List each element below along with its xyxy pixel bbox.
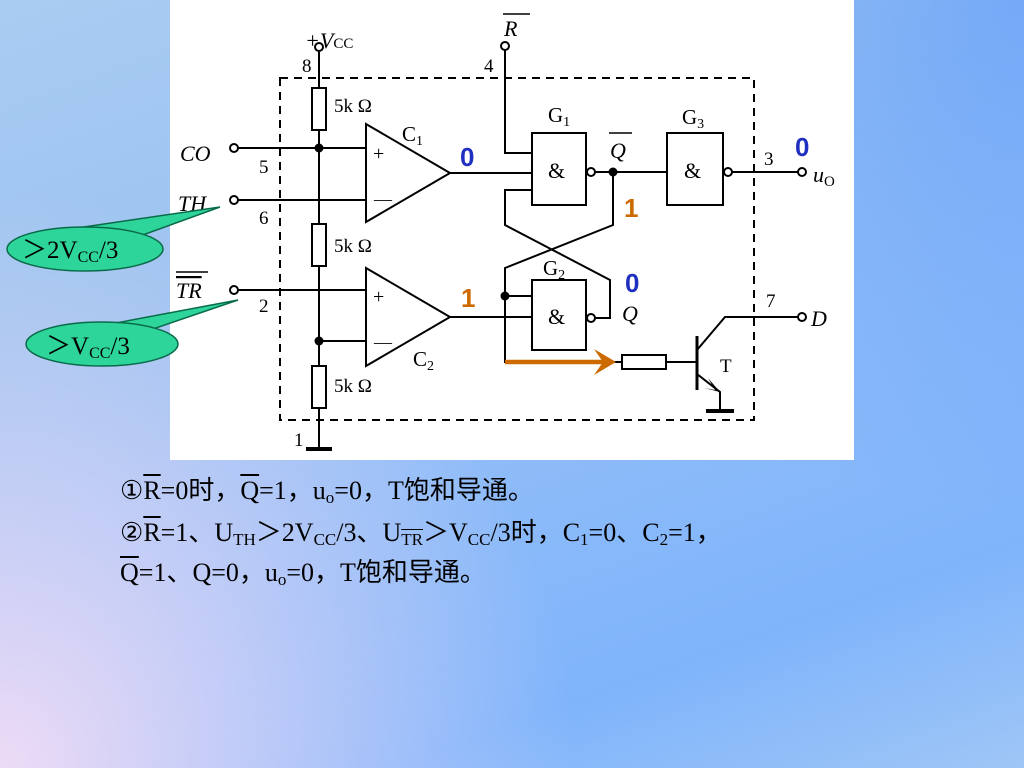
- th-terminal: [229, 195, 239, 205]
- qbar-state: 1: [624, 193, 638, 223]
- pin-1-label: 1: [294, 430, 304, 451]
- caption-line-3: Q=1、Q=0，uo=0，T饱和导通。: [120, 558, 486, 589]
- comparator-c1: [365, 122, 452, 224]
- pin-3-label: 3: [764, 149, 774, 170]
- pin-5-label: 5: [259, 157, 269, 178]
- c1-minus: —: [373, 189, 393, 209]
- g2-symbol: &: [548, 304, 565, 329]
- state-arrowhead: [594, 349, 616, 375]
- uo-state: 0: [795, 132, 809, 162]
- g2-label: G2: [543, 256, 565, 283]
- gate-g2: [531, 279, 587, 351]
- voltage-divider: [311, 52, 327, 448]
- c2-minus: —: [373, 332, 393, 352]
- pin-8-label: 8: [302, 56, 312, 77]
- c2-output-state: 1: [461, 283, 475, 313]
- reset-terminal: [500, 41, 510, 51]
- vcc-terminal: [314, 42, 324, 52]
- g3-label: G3: [682, 105, 704, 132]
- svg-text:＞VCC/3: ＞VCC/3: [46, 333, 130, 362]
- resistor-3-label: 5k Ω: [334, 376, 372, 397]
- vcc-label: +VCC: [305, 28, 353, 53]
- g1-symbol: &: [548, 158, 565, 183]
- qbar-label: Q: [610, 138, 626, 163]
- gate-g1: [531, 132, 587, 206]
- discharge-terminal: [797, 312, 807, 322]
- base-resistor: [621, 354, 667, 370]
- g3-symbol: &: [684, 158, 701, 183]
- tr-terminal: [229, 285, 239, 295]
- c2-plus: +: [373, 286, 384, 308]
- pin-2-label: 2: [259, 296, 269, 317]
- timer-555-circuit: +VCC 8 1 5k Ω 5k Ω 5k Ω CO TH TR 5 6 2 +…: [176, 13, 835, 451]
- caption-line-2: ②R=1、UTH＞2VCC/3、UTR＞VCC/3时，C1=0、C2=1，: [120, 518, 722, 549]
- diagram-panel: +VCC 8 1 5k Ω 5k Ω 5k Ω CO TH TR 5 6 2 +…: [170, 0, 854, 460]
- g1-label: G1: [548, 103, 570, 130]
- chip-boundary: [279, 77, 755, 421]
- reset-label: R: [503, 16, 518, 41]
- resistor-1-label: 5k Ω: [334, 96, 372, 117]
- c1-output-state: 0: [460, 142, 474, 172]
- caption-line-1: ①R=0时，Q=1，uo=0，T饱和导通。: [120, 476, 534, 507]
- q-state: 0: [625, 268, 639, 298]
- svg-text:＞2VCC/3: ＞2VCC/3: [22, 237, 118, 266]
- gate-g3: [666, 132, 724, 206]
- c1-plus: +: [373, 143, 384, 165]
- qbar-text: Q: [120, 558, 139, 587]
- c2-label: C2: [413, 347, 434, 374]
- pin-7-label: 7: [766, 291, 776, 312]
- reset-bar-text: R: [143, 476, 161, 505]
- callouts-layer: ＞2VCC/3 ＞VCC/3: [6, 206, 239, 367]
- co-terminal: [229, 143, 239, 153]
- pin-6-label: 6: [259, 208, 269, 229]
- resistor-2-label: 5k Ω: [334, 236, 372, 257]
- co-label: CO: [180, 141, 211, 166]
- output-label: uO: [813, 162, 835, 190]
- transistor-label: T: [720, 356, 732, 377]
- q-label: Q: [622, 301, 638, 326]
- output-terminal: [797, 167, 807, 177]
- pin-4-label: 4: [484, 56, 494, 77]
- c1-label: C1: [402, 122, 423, 149]
- callout-th: ＞2VCC/3: [6, 206, 221, 272]
- callout-tr: ＞VCC/3: [25, 299, 239, 367]
- qbar-text: Q: [240, 476, 260, 505]
- comparator-c2: [365, 266, 452, 368]
- tr-label: TR: [176, 278, 202, 303]
- reset-bar-text: R: [143, 518, 161, 547]
- discharge-label: D: [810, 306, 827, 331]
